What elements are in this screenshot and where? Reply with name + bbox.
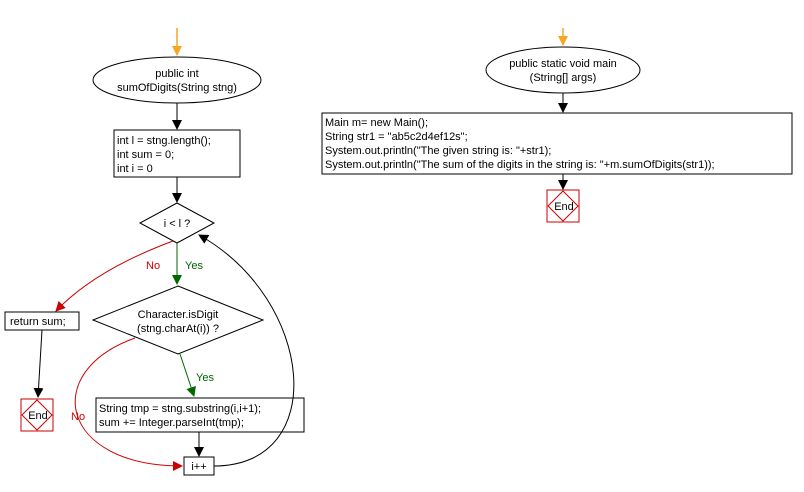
loop-no-arrow [55, 240, 174, 312]
end-node-right-diamond [547, 190, 579, 222]
loop-yes-label: Yes [185, 260, 203, 272]
init-line-1: int l = stng.length(); [117, 135, 211, 147]
main-line-2: String str1 = "ab5c2d4ef12s"; [325, 131, 468, 143]
main-start-node [485, 46, 641, 94]
function-signature-line2: sumOfDigits(String stng) [117, 82, 237, 94]
loop-back-arrow [198, 234, 295, 467]
main-line-1: Main m= new Main(); [325, 117, 428, 129]
init-line-3: int i = 0 [117, 163, 153, 175]
digit-no-label: No [71, 411, 85, 423]
digit-no-arrow [74, 337, 183, 471]
function-start-node [92, 56, 262, 104]
main-block [321, 112, 793, 175]
digit-yes-arrow [179, 353, 196, 397]
end-text-right: End [554, 201, 574, 213]
main-line-4: System.out.println("The sum of the digit… [325, 159, 715, 171]
digit-check-line2: (stng.charAt(i)) ? [137, 323, 219, 335]
digit-yes-label: Yes [196, 372, 214, 384]
end-text-left: End [28, 410, 48, 422]
end-node-left-diamond [21, 399, 53, 431]
end-node-right [546, 189, 580, 223]
sum-line-2: sum += Integer.parseInt(tmp); [99, 417, 244, 429]
digit-check-line1: Character.isDigit [138, 309, 219, 321]
main-signature-line1: public static void main [509, 58, 617, 70]
arrow-to-end-left [33, 329, 44, 398]
digit-check-node [91, 285, 265, 355]
init-line-2: int sum = 0; [117, 149, 174, 161]
increment-text: i++ [191, 461, 206, 473]
function-signature-line1: public int [155, 68, 198, 80]
sum-line-1: String tmp = stng.substring(i,i+1); [99, 403, 261, 415]
loop-condition-text: i < l ? [164, 218, 191, 230]
main-line-3: System.out.println("The given string is:… [325, 145, 551, 157]
return-text: return sum; [10, 316, 66, 328]
end-node-left [20, 398, 54, 432]
sum-block [95, 397, 305, 433]
init-block [113, 129, 241, 178]
loop-no-label: No [146, 260, 160, 272]
main-signature-line2: (String[] args) [530, 72, 597, 84]
